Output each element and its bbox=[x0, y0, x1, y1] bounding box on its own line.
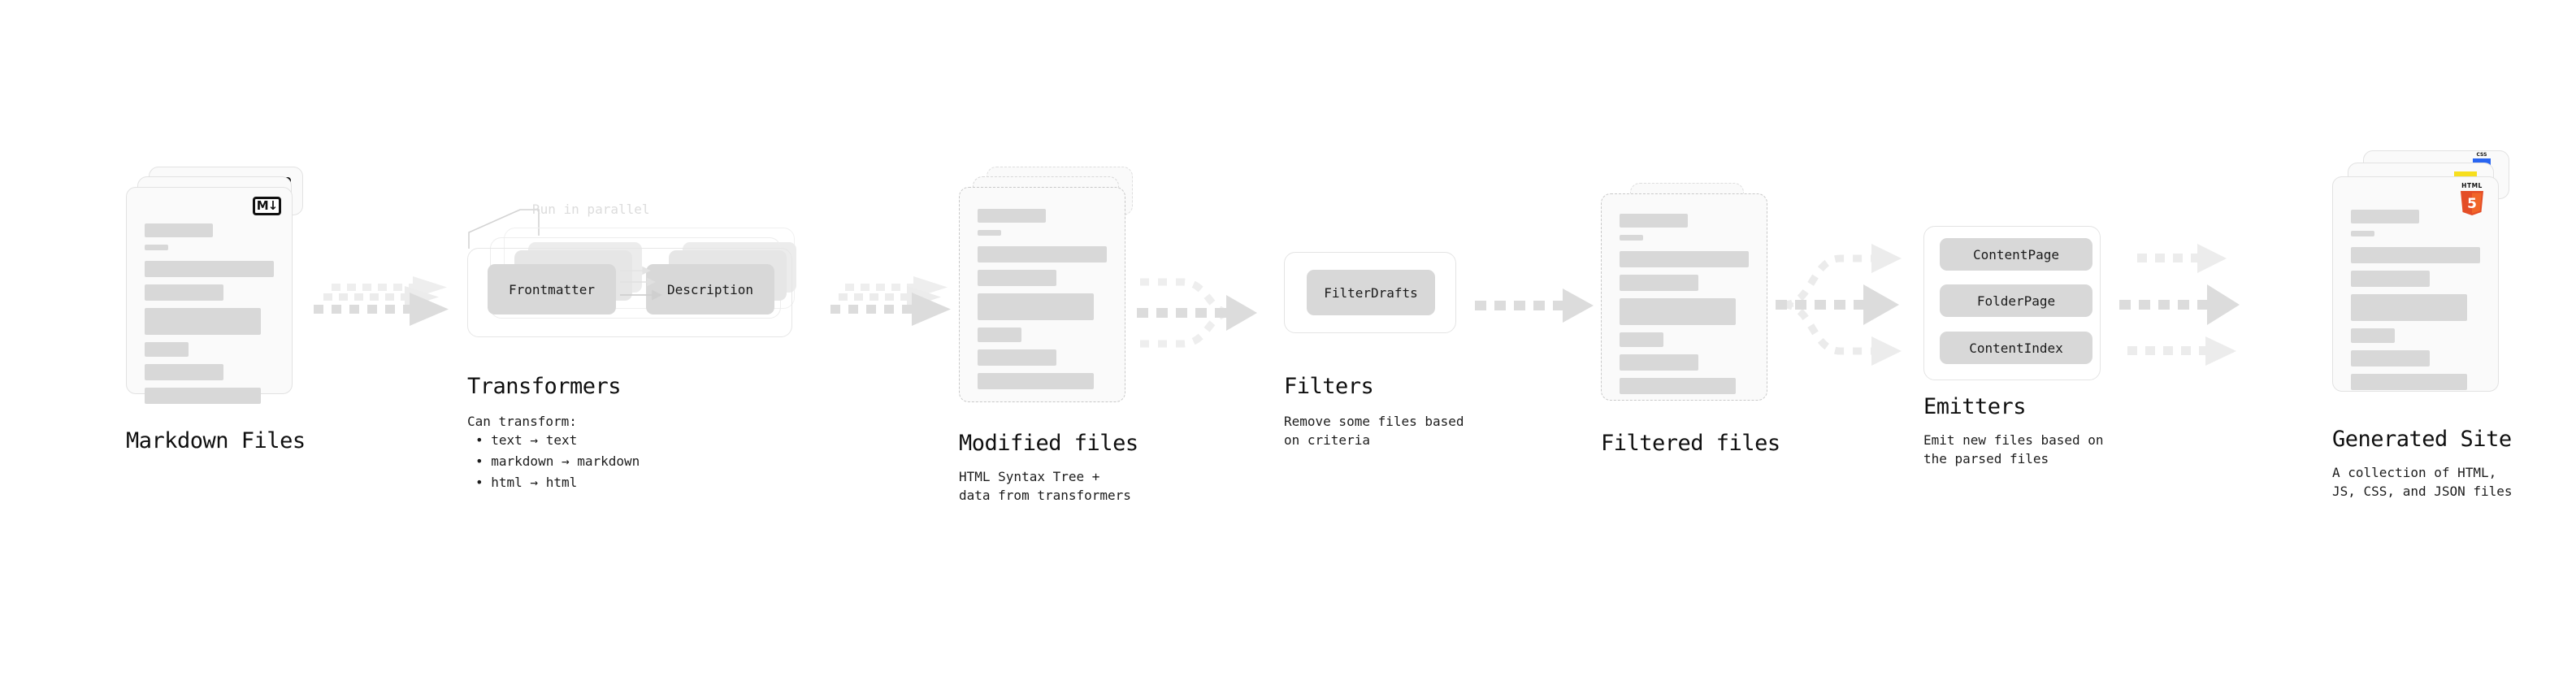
connector-filters-to-filtered bbox=[1475, 288, 1594, 323]
css3-icon-bar: CSS bbox=[2473, 153, 2491, 165]
emitters-box[interactable] bbox=[1923, 226, 2101, 380]
stage-generated-site: CSS HTML 5 bbox=[2243, 0, 2576, 681]
content-line bbox=[2351, 374, 2468, 390]
transformer-internal-arrows bbox=[620, 266, 663, 301]
html5-icon-label: HTML bbox=[2461, 182, 2483, 189]
content-line bbox=[2351, 210, 2420, 223]
stage-title-markdown-files: Markdown Files bbox=[126, 428, 306, 453]
modified-card-content bbox=[978, 209, 1107, 397]
content-line bbox=[978, 293, 1095, 320]
stage-markdown-files: M↓ M↓ M↓ bbox=[0, 0, 341, 681]
content-line bbox=[145, 223, 214, 237]
content-line bbox=[1620, 251, 1749, 267]
filters-box[interactable] bbox=[1284, 252, 1456, 333]
html5-icon: HTML 5 bbox=[2458, 182, 2486, 216]
transformer-chip-frontmatter[interactable]: Frontmatter bbox=[488, 264, 616, 314]
filters-chip-filterdrafts[interactable]: FilterDrafts bbox=[1307, 270, 1435, 315]
content-line bbox=[1620, 378, 1737, 394]
stage-emitters: ContentPage FolderPage ContentIndex Emit… bbox=[1914, 0, 2239, 681]
generated-card-front[interactable]: HTML 5 bbox=[2332, 176, 2499, 392]
transformer-chip-description[interactable]: Description bbox=[646, 264, 774, 314]
content-line bbox=[1620, 354, 1698, 371]
stage-desc-modified-files: HTML Syntax Tree + data from transformer… bbox=[959, 469, 1131, 503]
content-line bbox=[978, 327, 1022, 342]
content-line bbox=[978, 246, 1107, 262]
transformer-bullet-2: • html → html bbox=[475, 475, 578, 490]
stage-title-transformers: Transformers bbox=[467, 374, 622, 399]
markdown-icon-glyph: M↓ bbox=[253, 197, 281, 215]
run-in-parallel-bracket bbox=[468, 209, 540, 249]
content-line bbox=[145, 364, 223, 380]
css3-icon: CSS bbox=[2473, 153, 2491, 165]
transformer-bullet-1: • markdown → markdown bbox=[475, 453, 640, 469]
stage-title-modified-files: Modified files bbox=[959, 431, 1138, 456]
content-line bbox=[978, 373, 1095, 389]
content-line bbox=[1620, 214, 1689, 228]
markdown-card-content bbox=[145, 223, 274, 411]
stage-modified-files: Modified files HTML Syntax Tree + data f… bbox=[935, 0, 1260, 681]
content-line bbox=[145, 388, 262, 404]
content-line bbox=[145, 308, 262, 335]
content-line bbox=[1620, 235, 1643, 241]
stage-title-emitters: Emitters bbox=[1923, 394, 2027, 419]
stage-desc-filters: Remove some files based on criteria bbox=[1284, 414, 1464, 448]
connector-filtered-to-emitters bbox=[1776, 244, 1902, 366]
filtered-card-front[interactable] bbox=[1601, 193, 1767, 401]
connector-modified-to-filters bbox=[1137, 278, 1257, 348]
content-line bbox=[145, 284, 223, 301]
content-line bbox=[978, 209, 1047, 223]
stage-filtered-files: Filtered files bbox=[1576, 0, 1869, 681]
content-line bbox=[1620, 332, 1664, 347]
stage-filters: FilterDrafts Filters Remove some files b… bbox=[1276, 0, 1568, 681]
svg-text:5: 5 bbox=[2467, 196, 2477, 212]
transformer-bullet-0: • text → text bbox=[475, 432, 578, 448]
run-in-parallel-label: Run in parallel bbox=[532, 202, 650, 217]
stage-title-generated-site: Generated Site bbox=[2332, 427, 2512, 452]
emitters-chip-contentindex[interactable]: ContentIndex bbox=[1940, 332, 2092, 364]
emitters-chip-contentpage[interactable]: ContentPage bbox=[1940, 238, 2092, 271]
stage-desc-generated-site: A collection of HTML, JS, CSS, and JSON … bbox=[2332, 465, 2513, 499]
modified-card-front[interactable] bbox=[959, 187, 1125, 402]
content-line bbox=[978, 349, 1056, 366]
stage-transformers: Run in parallel x x x x Frontmatter Desc… bbox=[451, 0, 833, 681]
stage-desc-transformers: Can transform: bbox=[467, 414, 577, 429]
emitters-chip-folderpage[interactable]: FolderPage bbox=[1940, 284, 2092, 317]
content-line bbox=[145, 245, 168, 250]
content-line bbox=[145, 342, 189, 357]
markdown-file-stack: M↓ M↓ M↓ bbox=[126, 167, 305, 414]
content-line bbox=[978, 230, 1001, 236]
content-line bbox=[1620, 275, 1698, 291]
content-line bbox=[2351, 247, 2480, 263]
content-line bbox=[2351, 350, 2430, 367]
content-line bbox=[2351, 328, 2396, 343]
css3-icon-label: CSS bbox=[2476, 152, 2487, 158]
stage-title-filtered-files: Filtered files bbox=[1601, 431, 1780, 456]
content-line bbox=[978, 270, 1056, 286]
html5-icon-shield: HTML 5 bbox=[2458, 182, 2486, 216]
filtered-card-content bbox=[1620, 214, 1749, 401]
content-line bbox=[2351, 231, 2374, 236]
connector-emitters-to-site bbox=[2119, 244, 2240, 366]
modified-file-stack bbox=[959, 167, 1146, 419]
content-line bbox=[145, 261, 274, 277]
markdown-card-front[interactable]: M↓ bbox=[126, 187, 293, 404]
content-line bbox=[2351, 294, 2468, 321]
stage-title-filters: Filters bbox=[1284, 374, 1374, 399]
stage-desc-emitters: Emit new files based on the parsed files bbox=[1923, 432, 2104, 466]
markdown-icon: M↓ bbox=[253, 197, 281, 215]
filtered-file-stack bbox=[1601, 183, 1780, 419]
content-line bbox=[2351, 271, 2430, 287]
generated-site-file-stack: CSS HTML 5 bbox=[2332, 150, 2519, 419]
content-line bbox=[1620, 298, 1737, 325]
connector-md-to-transformers bbox=[314, 276, 449, 326]
generated-card-content bbox=[2351, 210, 2480, 397]
connector-transformers-to-modified bbox=[830, 276, 951, 326]
